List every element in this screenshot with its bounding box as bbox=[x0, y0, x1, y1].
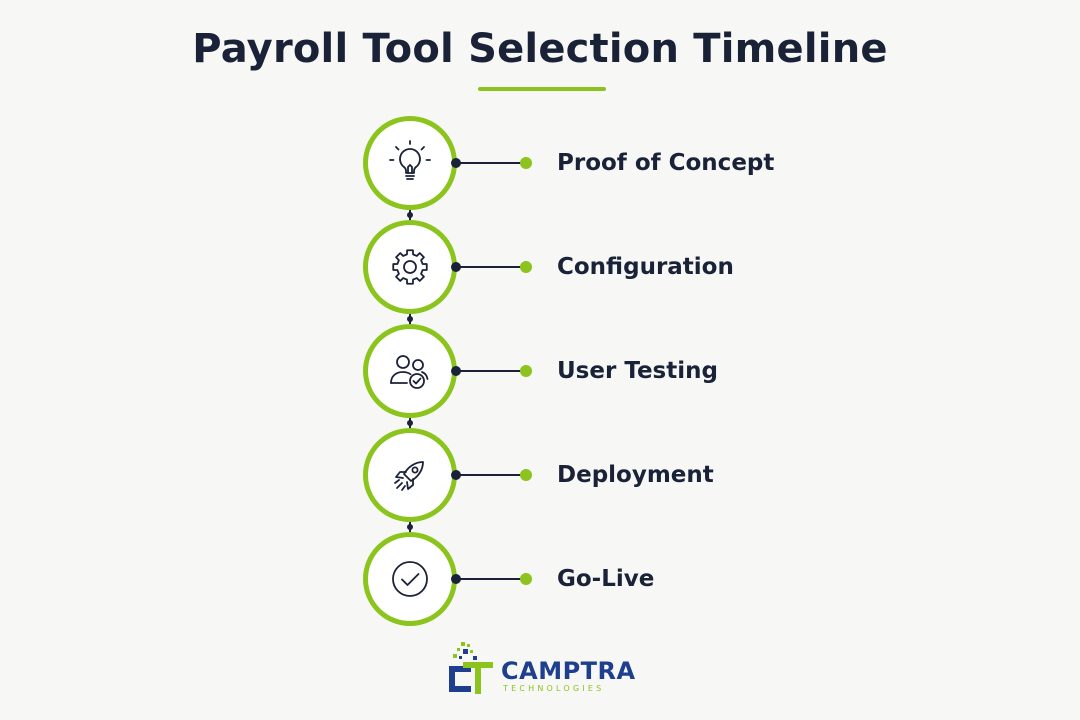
rocket-icon bbox=[394, 461, 424, 491]
timeline-connector-dot bbox=[407, 212, 413, 218]
timeline-connector-dot bbox=[407, 420, 413, 426]
connector-dot bbox=[451, 574, 461, 584]
timeline-connector-dot bbox=[407, 524, 413, 530]
connector-dot-accent bbox=[520, 261, 532, 273]
timeline-step-deployment: Deployment bbox=[363, 428, 823, 522]
connector-dot bbox=[451, 262, 461, 272]
connector-line bbox=[459, 162, 525, 164]
step-label: Go-Live bbox=[557, 566, 655, 592]
step-label: Configuration bbox=[557, 254, 734, 280]
timeline-step-user-testing: User Testing bbox=[363, 324, 823, 418]
connector-dot bbox=[451, 366, 461, 376]
timeline-step-proof-of-concept: Proof of Concept bbox=[363, 116, 823, 210]
company-logo: CAMPTRA TECHNOLOGIES bbox=[445, 640, 645, 700]
connector-line bbox=[459, 370, 525, 372]
connector-line bbox=[459, 578, 525, 580]
logo-tagline: TECHNOLOGIES bbox=[503, 684, 605, 693]
connector-dot bbox=[451, 158, 461, 168]
title-underline bbox=[478, 87, 606, 91]
connector-line bbox=[459, 474, 525, 476]
step-circle bbox=[363, 116, 457, 210]
connector-dot-accent bbox=[520, 365, 532, 377]
timeline-step-go-live: Go-Live bbox=[363, 532, 823, 626]
timeline-connector-dot bbox=[407, 316, 413, 322]
step-circle bbox=[363, 532, 457, 626]
page-title: Payroll Tool Selection Timeline bbox=[192, 26, 888, 72]
connector-line bbox=[459, 266, 525, 268]
gear-icon bbox=[392, 249, 428, 285]
step-label: User Testing bbox=[557, 358, 718, 384]
step-circle bbox=[363, 324, 457, 418]
step-label: Deployment bbox=[557, 462, 714, 488]
logo-mark-icon bbox=[449, 642, 493, 694]
step-circle bbox=[363, 220, 457, 314]
connector-dot-accent bbox=[520, 157, 532, 169]
timeline-step-configuration: Configuration bbox=[363, 220, 823, 314]
connector-dot-accent bbox=[520, 573, 532, 585]
connector-dot bbox=[451, 470, 461, 480]
connector-dot-accent bbox=[520, 469, 532, 481]
logo-name: CAMPTRA bbox=[501, 657, 636, 685]
lightbulb-icon bbox=[389, 140, 431, 180]
step-circle bbox=[363, 428, 457, 522]
step-label: Proof of Concept bbox=[557, 150, 775, 176]
check-circle-icon bbox=[392, 561, 428, 597]
users-check-icon bbox=[390, 355, 429, 389]
